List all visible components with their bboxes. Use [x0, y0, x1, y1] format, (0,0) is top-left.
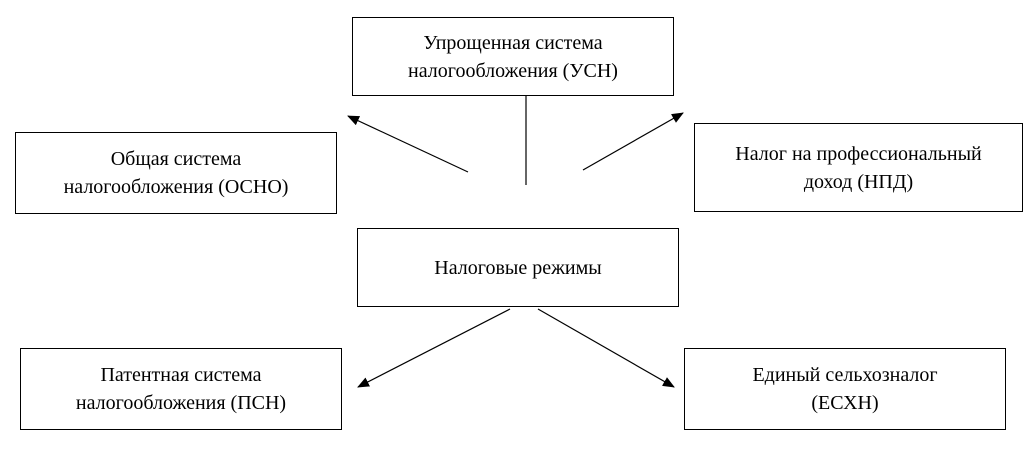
psn-label-line1: Патентная система — [100, 364, 262, 386]
arrow-to-osno — [347, 115, 469, 173]
osno-label-line1: Общая система — [110, 148, 242, 170]
osno-box: Общая система налогообложения (ОСНО) — [15, 132, 337, 214]
eshn-label-line2: (ЕСХН) — [811, 392, 879, 414]
eshn-box: Единый сельхозналог (ЕСХН) — [684, 348, 1006, 430]
usn-label-line1: Упрощенная система — [423, 31, 603, 54]
psn-box: Патентная система налогообложения (ПСН) — [20, 348, 342, 430]
npd-label-line2: доход (НПД) — [803, 170, 914, 193]
npd-box: Налог на профессиональный доход (НПД) — [694, 123, 1023, 212]
npd-label-line1: Налог на профессиональный — [735, 142, 982, 165]
usn-label-line2: налогообложения (УСН) — [408, 59, 618, 82]
tax-regimes-center-box: Налоговые режимы — [357, 228, 679, 307]
psn-label-line2: налогообложения (ПСН) — [75, 392, 287, 414]
arrow-to-npd — [582, 112, 684, 171]
arrow-to-eshn — [537, 308, 675, 388]
usn-box: Упрощенная система налогообложения (УСН) — [352, 17, 674, 96]
center-label: Налоговые режимы — [434, 256, 602, 279]
osno-label-line2: налогообложения (ОСНО) — [63, 176, 289, 198]
arrow-to-psn — [357, 308, 511, 388]
eshn-label-line1: Единый сельхозналог — [752, 364, 938, 386]
